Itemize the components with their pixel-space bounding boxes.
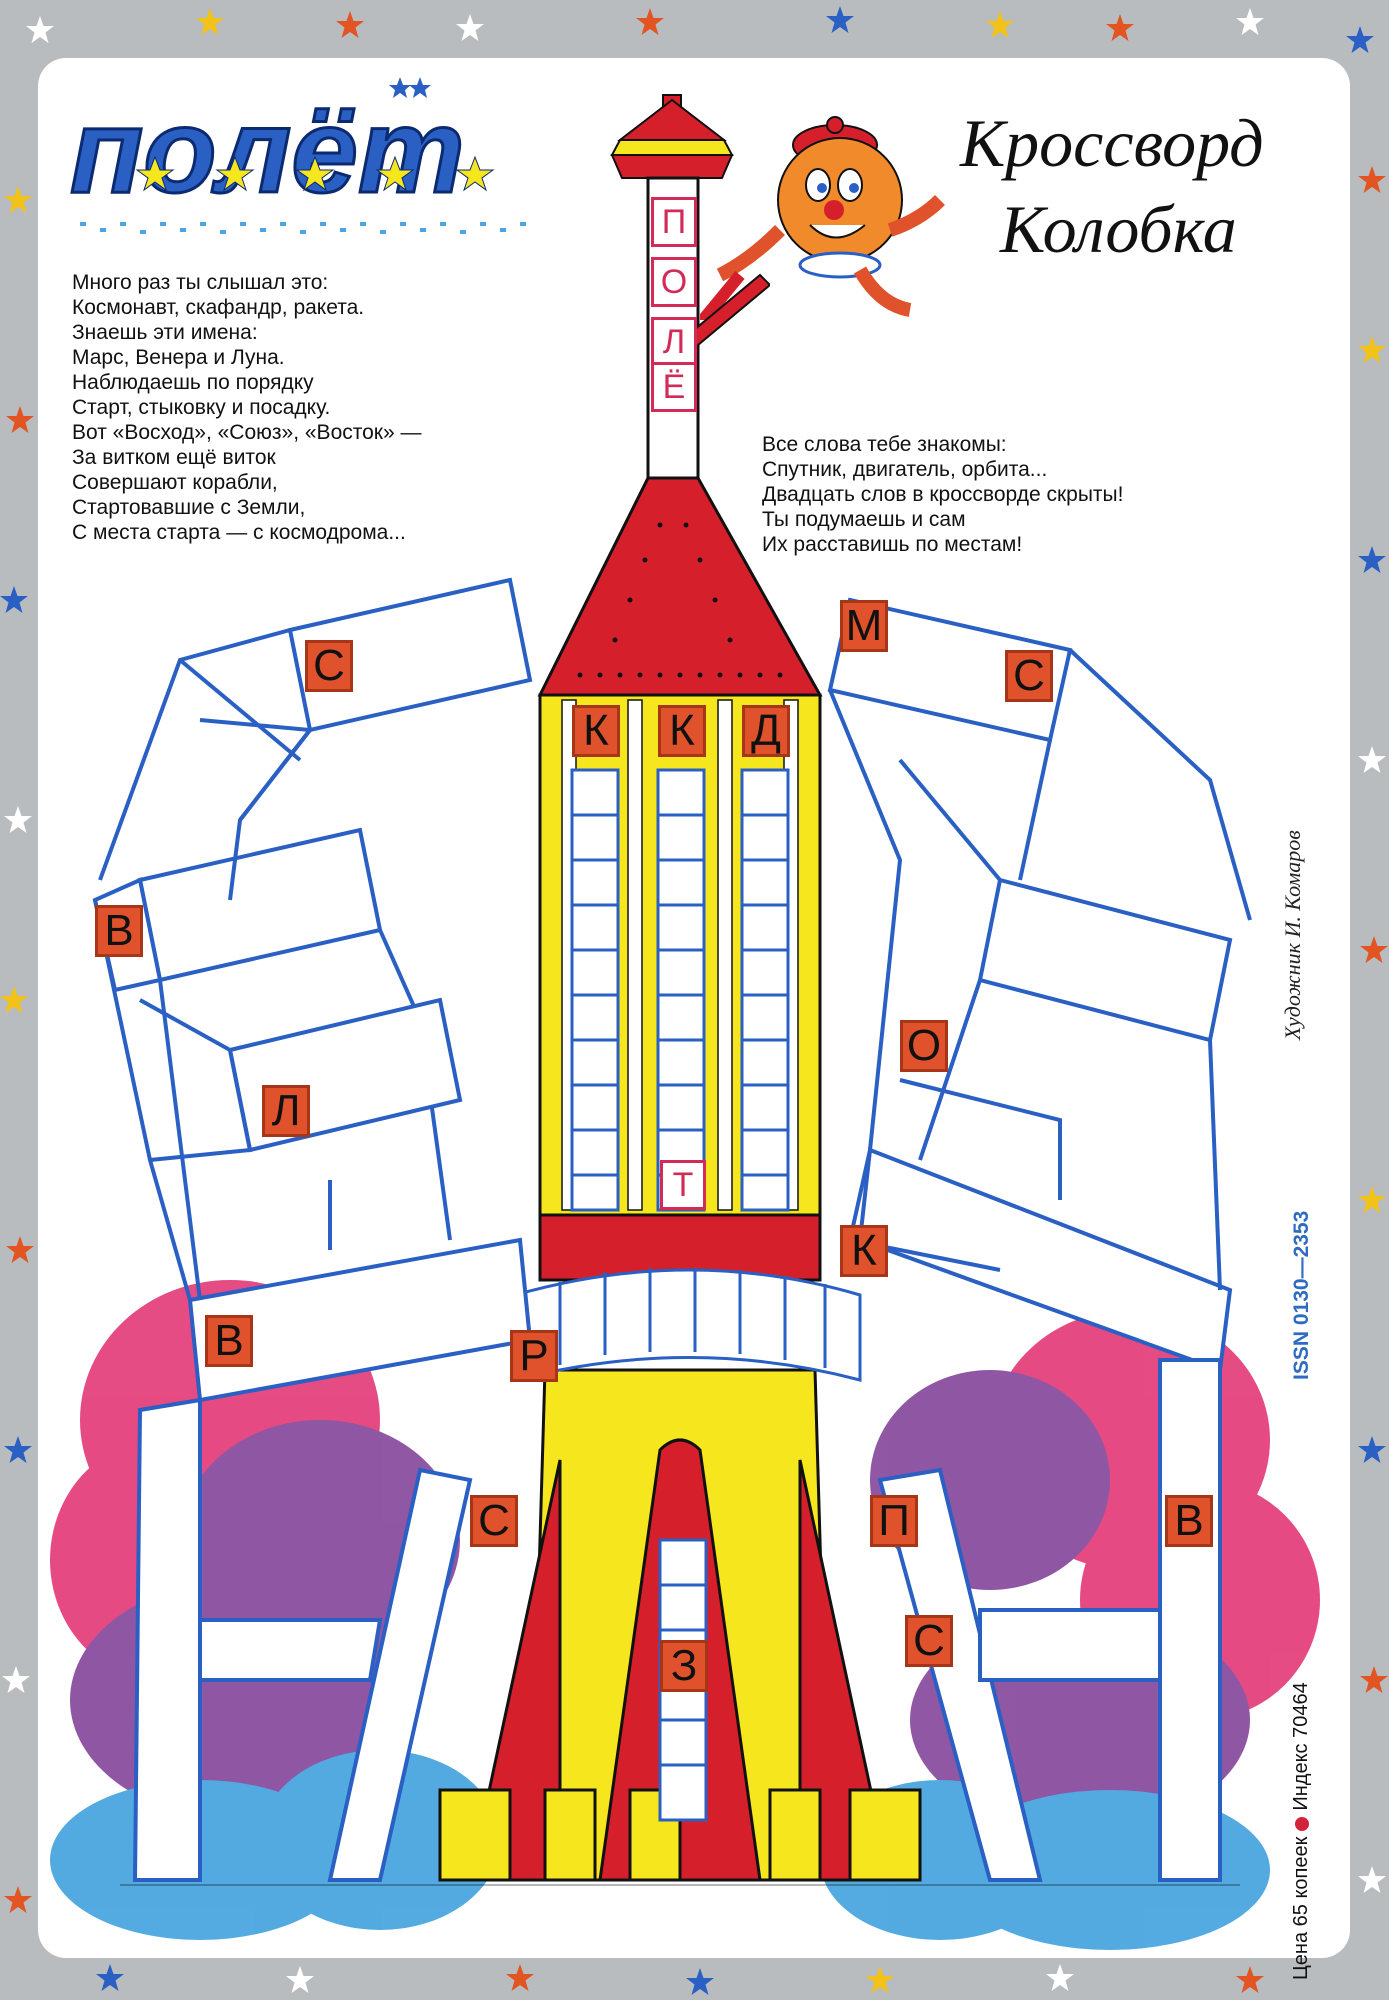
- hint-cell-k2[interactable]: К: [658, 705, 706, 757]
- hint-cell-r-bridge[interactable]: Р: [510, 1330, 558, 1382]
- hint-cell-s-left[interactable]: С: [305, 640, 353, 692]
- price-index-label: Цена 65 копеек Индекс 70464: [1290, 1682, 1313, 1980]
- price-label: Цена 65 копеек: [1290, 1836, 1312, 1980]
- hint-cell-z-bottom[interactable]: З: [660, 1640, 708, 1692]
- hint-cell-v-left-1[interactable]: В: [95, 905, 143, 957]
- poem-line: Их расставишь по местам!: [762, 533, 1023, 556]
- hint-cell-k1[interactable]: К: [572, 705, 620, 757]
- poem-line: Ты подумаешь и сам: [762, 508, 966, 531]
- body-columns: [570, 768, 790, 1212]
- poem-line: Знаешь эти имена:: [72, 321, 258, 344]
- tower-cell-4[interactable]: Ё: [651, 362, 697, 412]
- poem-line: Спутник, двигатель, орбита...: [762, 458, 1048, 481]
- crossword-title-line1: Кроссворд: [960, 105, 1264, 181]
- red-dot-icon: [1294, 1816, 1309, 1831]
- hint-cell-l-left[interactable]: Л: [262, 1085, 310, 1137]
- logo-text: полёт: [70, 84, 465, 218]
- tower-cell-3[interactable]: Л: [651, 317, 697, 367]
- hint-cell-d[interactable]: Д: [742, 705, 790, 757]
- magazine-logo: полёт: [69, 77, 526, 234]
- poem-line: Двадцать слов в кроссворде скрыты!: [762, 483, 1124, 506]
- poem-line: Старт, стыковку и посадку.: [72, 396, 331, 419]
- hint-cell-o-right[interactable]: О: [900, 1020, 948, 1072]
- hint-cell-p-bottom[interactable]: П: [870, 1495, 918, 1547]
- kolobok-mascot: [700, 116, 945, 320]
- crossword-title: Кроссворд Колобка: [960, 100, 1264, 272]
- artist-credit: Художник И. Комаров: [1280, 830, 1305, 1040]
- poem-line: Космонавт, скафандр, ракета.: [72, 296, 365, 319]
- poem-line: Все слова тебе знакомы:: [762, 433, 1007, 456]
- poem-left: Много раз ты слышал это: Космонавт, скаф…: [72, 270, 422, 545]
- poem-line: Стартовавшие с Земли,: [72, 496, 306, 519]
- poem-line: Совершают корабли,: [72, 471, 278, 494]
- crossword-title-line2: Колобка: [1000, 191, 1237, 267]
- tower-cell-2[interactable]: О: [651, 257, 697, 307]
- hint-cell-s-bottom[interactable]: С: [470, 1495, 518, 1547]
- poem-line: Марс, Венера и Луна.: [72, 346, 285, 369]
- index-label: Индекс 70464: [1290, 1682, 1312, 1811]
- poem-right: Все слова тебе знакомы: Спутник, двигате…: [762, 432, 1123, 557]
- poem-line: Много раз ты слышал это:: [72, 271, 329, 294]
- right-scaffold: [827, 597, 1252, 1882]
- issn-label: ISSN 0130—2353: [1290, 1210, 1313, 1380]
- poem-line: Вот «Восход», «Союз», «Восток» —: [72, 421, 422, 444]
- hint-cell-m[interactable]: М: [840, 600, 888, 652]
- hint-cell-v-bottom-right[interactable]: В: [1165, 1495, 1213, 1547]
- hint-cell-s-bottom-right[interactable]: С: [905, 1615, 953, 1667]
- hint-cell-s-right[interactable]: С: [1005, 650, 1053, 702]
- hint-cell-t[interactable]: Т: [660, 1160, 706, 1210]
- rocket-base: [438, 1368, 922, 1882]
- poem-line: С места старта — с космодрома...: [72, 521, 406, 544]
- hint-cell-k-right[interactable]: К: [840, 1225, 888, 1277]
- poem-line: Наблюдаешь по порядку: [72, 371, 314, 394]
- tower-cell-1[interactable]: П: [651, 197, 697, 247]
- arch-bridge: [513, 1268, 862, 1382]
- hint-cell-v-left-2[interactable]: В: [205, 1315, 253, 1367]
- poem-line: За витком ещё виток: [72, 446, 276, 469]
